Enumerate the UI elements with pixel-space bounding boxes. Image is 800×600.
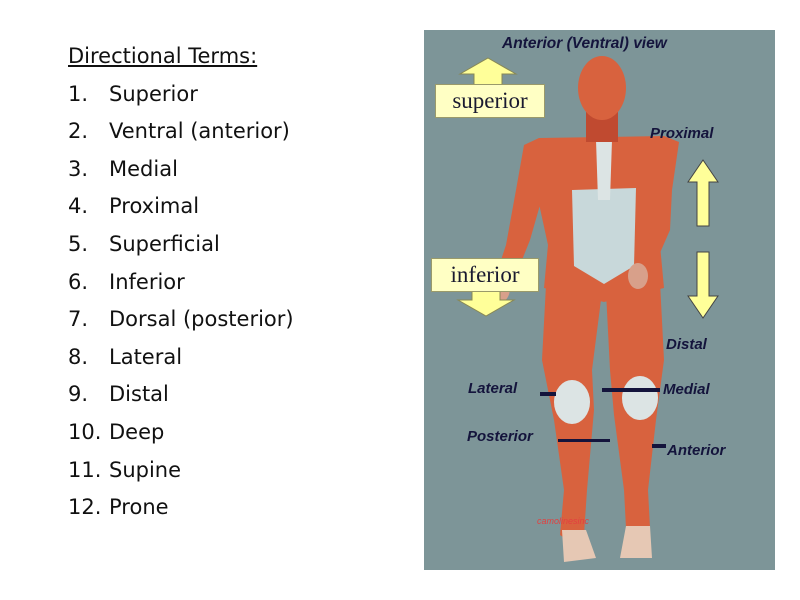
list-heading: Directional Terms:	[68, 44, 258, 68]
left-knee	[554, 380, 590, 424]
item-number: 4.	[68, 194, 89, 219]
left-foot	[562, 530, 596, 562]
item-number: 12.	[68, 495, 102, 520]
directional-terms-list: Directional Terms: 1. Superior 2. Ventral …	[68, 38, 398, 527]
medial-label: Medial	[663, 381, 710, 398]
list-item: 4. Proximal	[68, 188, 398, 226]
posterior-leader	[558, 439, 610, 442]
view-title: Anterior (Ventral) view	[502, 35, 667, 52]
list-item: 1. Superior	[68, 76, 398, 114]
item-label: Superior	[109, 81, 198, 106]
item-number: 7.	[68, 307, 89, 332]
medial-leader	[602, 388, 660, 392]
list-item: 10. Deep	[68, 414, 398, 452]
right-hand	[628, 263, 648, 289]
anterior-leader	[652, 444, 666, 448]
terms-ordered-list: 1. Superior 2. Ventral (anterior) 3. Medial…	[68, 76, 398, 527]
watermark-text: camolinesinc	[537, 516, 590, 526]
lateral-leader	[540, 392, 556, 396]
item-number: 1.	[68, 81, 89, 106]
lateral-label: Lateral	[468, 380, 518, 397]
inferior-label: inferior	[431, 258, 539, 292]
item-number: 6.	[68, 269, 89, 294]
item-label: Deep	[109, 419, 165, 444]
list-item: 7. Dorsal (posterior)	[68, 301, 398, 339]
item-label: Distal	[109, 382, 169, 407]
item-number: 5.	[68, 231, 89, 256]
human-body-figure	[492, 56, 679, 562]
leader-lines	[540, 388, 666, 448]
posterior-label: Posterior	[467, 428, 533, 445]
superior-label: superior	[435, 84, 545, 118]
item-number: 3.	[68, 156, 89, 181]
inferior-arrow	[456, 289, 516, 317]
list-item: 2. Ventral (anterior)	[68, 113, 398, 151]
right-arm	[634, 136, 679, 274]
list-item: 11. Supine	[68, 452, 398, 490]
item-label: Supine	[109, 457, 182, 482]
abdomen-tendon	[572, 188, 636, 284]
list-item: 3. Medial	[68, 151, 398, 189]
right-knee	[622, 376, 658, 420]
list-item: 5. Superficial	[68, 226, 398, 264]
left-arm	[496, 138, 542, 286]
anatomy-figure: Anterior (Ventral) view superior inferio…	[424, 30, 775, 570]
item-label: Proximal	[109, 194, 200, 219]
item-number: 9.	[68, 382, 89, 407]
item-label: Ventral (anterior)	[109, 119, 290, 144]
list-item: 9. Distal	[68, 376, 398, 414]
list-item: 6. Inferior	[68, 264, 398, 302]
item-number: 10.	[68, 419, 102, 444]
sternum	[596, 140, 612, 200]
proximal-arrow	[687, 159, 719, 227]
item-number: 2.	[68, 119, 89, 144]
item-number: 11.	[68, 457, 102, 482]
distal-label: Distal	[666, 336, 707, 353]
head	[578, 56, 626, 120]
proximal-label: Proximal	[650, 125, 714, 142]
item-label: Inferior	[109, 269, 185, 294]
list-item: 8. Lateral	[68, 339, 398, 377]
anterior-label: Anterior	[667, 442, 726, 459]
item-label: Medial	[109, 156, 178, 181]
item-label: Superficial	[109, 231, 220, 256]
distal-arrow	[687, 251, 719, 319]
right-foot	[620, 526, 652, 558]
item-label: Lateral	[109, 344, 183, 369]
item-number: 8.	[68, 344, 89, 369]
item-label: Dorsal (posterior)	[109, 307, 294, 332]
item-label: Prone	[109, 495, 169, 520]
list-item: 12. Prone	[68, 489, 398, 527]
anatomy-illustration	[456, 56, 719, 562]
arrows	[456, 57, 719, 319]
